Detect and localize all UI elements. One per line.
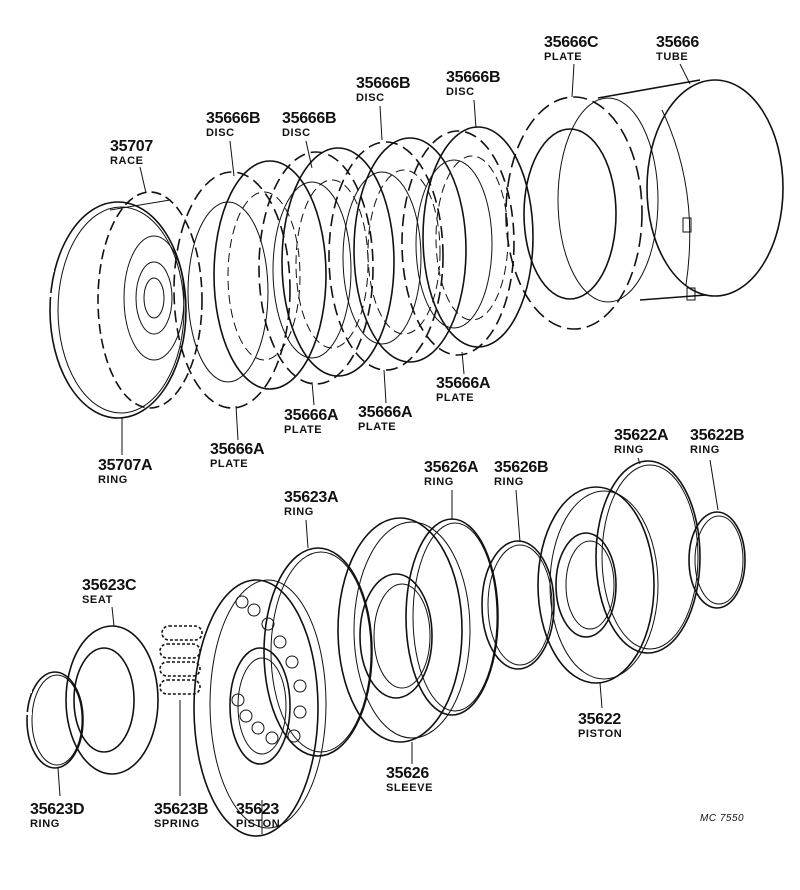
clutch-pack	[173, 126, 534, 409]
plate-35666a	[328, 141, 444, 371]
part-number: 35666B	[282, 110, 337, 127]
plate-35666c	[505, 96, 643, 330]
label-ring-35623d: 35623D RING	[30, 801, 85, 830]
part-name: PISTON	[578, 728, 623, 740]
part-name: RING	[30, 818, 60, 830]
part-number: 35623D	[30, 801, 85, 818]
label-piston-35623: 35623 PISTON	[236, 802, 280, 830]
part-name: SEAT	[82, 594, 113, 606]
label-disc-35666b: 35666B DISC	[282, 110, 337, 139]
part-number: 35707	[110, 138, 153, 155]
label-sleeve-35626: 35626 SLEEVE	[386, 766, 433, 794]
part-name: PLATE	[436, 392, 475, 404]
label-race-35707: 35707 RACE	[110, 139, 153, 167]
piston-35623	[193, 579, 327, 837]
part-number: 35622B	[690, 427, 745, 444]
race-35707	[97, 191, 203, 409]
ring-35707a	[40, 201, 187, 419]
part-number: 35623C	[82, 577, 137, 594]
label-piston-35622: 35622 PISTON	[578, 712, 622, 740]
part-number: 35626A	[424, 459, 479, 476]
disc-35666b	[353, 137, 467, 363]
part-name: RING	[614, 444, 644, 456]
label-ring-35622b: 35622B RING	[690, 427, 745, 456]
part-name: RING	[424, 476, 454, 488]
part-name: PLATE	[284, 424, 323, 436]
plate-35666a	[258, 151, 374, 385]
part-number: 35666A	[210, 441, 265, 458]
ring-35626b	[481, 540, 555, 670]
part-number: 35666C	[544, 34, 599, 51]
ring-35622a	[595, 460, 701, 654]
part-name: PLATE	[358, 421, 397, 433]
part-number: 35666A	[358, 404, 413, 421]
seat-35623c	[65, 625, 159, 775]
label-tube-35666: 35666 TUBE	[656, 35, 699, 63]
part-number: 35626	[386, 765, 429, 782]
plate-35666a	[173, 171, 291, 409]
label-disc-35666b: 35666B DISC	[446, 69, 501, 98]
part-name: DISC	[446, 86, 475, 98]
part-name: SPRING	[154, 818, 200, 830]
spring-seat-holes	[231, 595, 307, 745]
part-number: 35666B	[446, 69, 501, 86]
part-number: 35666B	[206, 110, 261, 127]
label-disc-35666b: 35666B DISC	[356, 75, 411, 104]
part-name: SLEEVE	[386, 782, 434, 794]
label-plate-35666a: 35666A PLATE	[436, 375, 491, 404]
part-number: 35622	[578, 711, 621, 728]
label-ring-35626b: 35626B RING	[494, 459, 549, 488]
ring-35623d	[22, 671, 84, 769]
label-plate-35666a: 35666A PLATE	[210, 441, 265, 470]
part-number: 35666A	[284, 407, 339, 424]
sleeve-35626	[337, 517, 471, 743]
leader-lines	[57, 63, 719, 834]
part-name: TUBE	[656, 51, 689, 63]
part-name: RING	[690, 444, 720, 456]
label-disc-35666b: 35666B DISC	[206, 110, 261, 139]
part-name: RING	[284, 506, 314, 518]
label-plate-35666a: 35666A PLATE	[358, 404, 413, 433]
part-name: DISC	[282, 127, 311, 139]
part-number: 35666B	[356, 75, 411, 92]
part-name: RING	[98, 474, 128, 486]
drawing-code: MC 7550	[700, 813, 745, 824]
part-name: DISC	[356, 92, 385, 104]
disc-35666b	[213, 160, 327, 390]
part-name: RACE	[110, 155, 144, 167]
label-spring-35623b: 35623B SPRING	[154, 801, 209, 830]
part-number: 35623	[236, 801, 279, 818]
plate-35666a	[401, 130, 515, 356]
part-name: PLATE	[544, 51, 583, 63]
springs-35623b	[159, 625, 203, 695]
part-name: RING	[494, 476, 524, 488]
label-ring-35707a: 35707A RING	[98, 457, 153, 486]
part-number: 35626B	[494, 459, 549, 476]
part-number: 35623A	[284, 489, 339, 506]
label-ring-35622a: 35622A RING	[614, 427, 669, 456]
label-ring-35626a: 35626A RING	[424, 459, 479, 488]
part-number: 35666A	[436, 375, 491, 392]
ring-35622b	[688, 511, 746, 609]
label-plate-35666a: 35666A PLATE	[284, 407, 339, 436]
label-plate-35666c: 35666C PLATE	[544, 34, 599, 63]
part-number: 35666	[656, 34, 699, 51]
label-seat-35623c: 35623C SEAT	[82, 577, 137, 606]
part-number: 35707A	[98, 457, 153, 474]
part-name: PLATE	[210, 458, 249, 470]
tube-35666	[557, 79, 784, 303]
part-name: PISTON	[236, 818, 281, 830]
part-name: DISC	[206, 127, 235, 139]
ring-35626a	[405, 518, 499, 716]
part-number: 35623B	[154, 801, 209, 818]
part-number: 35622A	[614, 427, 669, 444]
disc-35666b	[281, 147, 395, 377]
label-ring-35623a: 35623A RING	[284, 489, 339, 518]
